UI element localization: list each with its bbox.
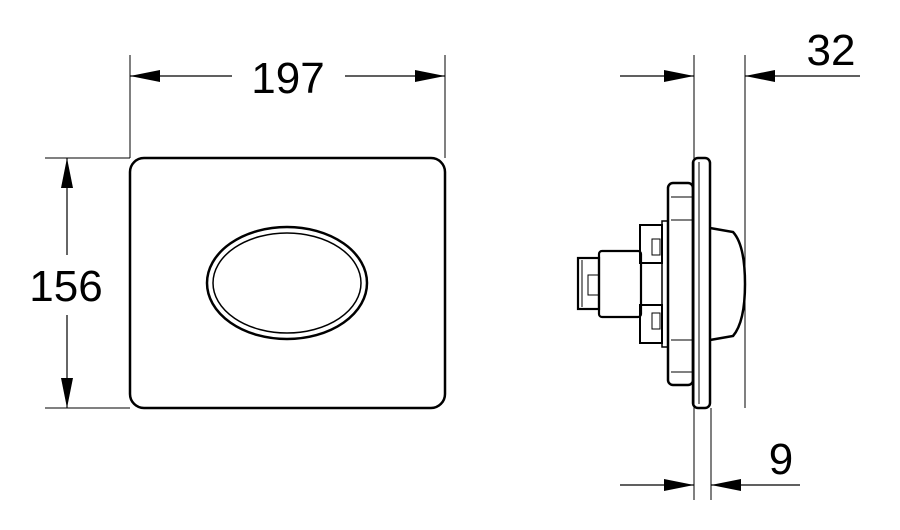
depth-total-dimension: 32	[620, 26, 860, 500]
clip-top	[639, 224, 663, 264]
cover-plate	[128, 156, 447, 410]
front-view	[128, 156, 447, 410]
height-label: 156	[29, 262, 102, 311]
flush-button-inner	[212, 232, 362, 334]
height-dimension: 156	[29, 157, 130, 409]
valve-body	[597, 249, 643, 319]
flush-button-outer	[205, 225, 369, 341]
housing	[666, 181, 695, 387]
button-bulge	[709, 226, 747, 342]
depth-plate-label: 9	[769, 435, 793, 484]
side-view	[576, 156, 747, 410]
depth-plate-dimension: 9	[620, 408, 800, 500]
width-label: 197	[251, 54, 324, 103]
side-plate	[691, 156, 712, 410]
depth-total-label: 32	[807, 26, 856, 75]
clip-bottom	[639, 304, 663, 344]
width-dimension: 197	[129, 54, 446, 158]
